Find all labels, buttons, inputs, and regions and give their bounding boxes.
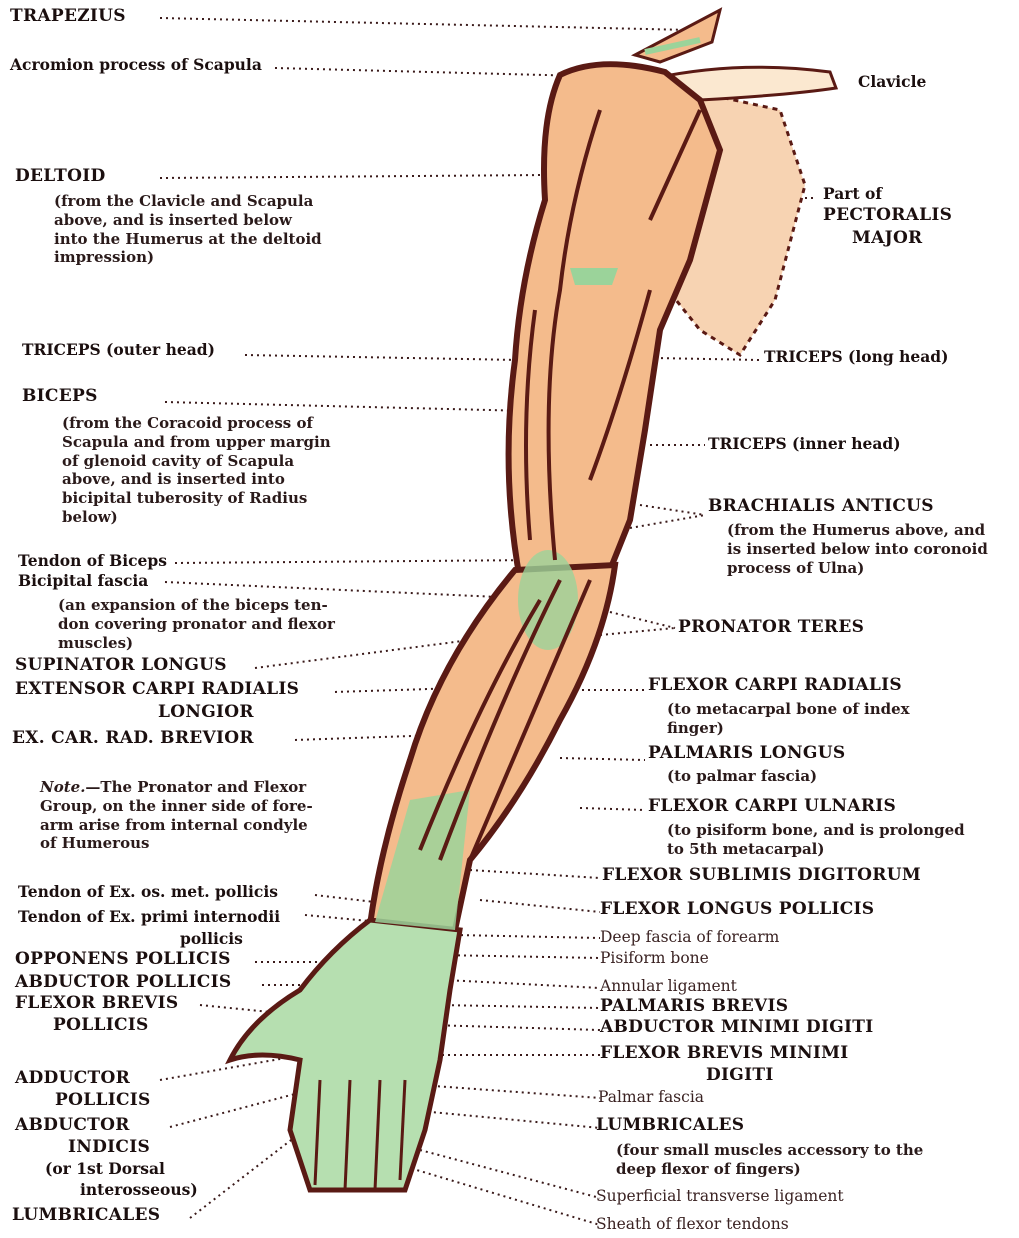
label-opponens-pollicis: OPPONENS POLLICIS bbox=[15, 951, 231, 969]
note-block: Note.—The Pronator and Flexor Group, on … bbox=[40, 778, 313, 853]
label-extensor-carpi-longior: LONGIOR bbox=[158, 704, 254, 722]
hand bbox=[230, 920, 460, 1190]
label-palmaris-brevis: PALMARIS BREVIS bbox=[600, 998, 788, 1016]
label-flexor-brevis-minimi: FLEXOR BREVIS MINIMI bbox=[600, 1045, 849, 1063]
label-pisiform: Pisiform bone bbox=[600, 950, 709, 966]
label-interosseous: interosseous) bbox=[80, 1182, 198, 1198]
palmaris-longus-description: (to palmar fascia) bbox=[667, 767, 817, 786]
label-triceps-inner: TRICEPS (inner head) bbox=[708, 436, 901, 452]
leader-pronator-b bbox=[600, 628, 675, 635]
label-adductor: ADDUCTOR bbox=[15, 1070, 130, 1088]
leader-deep-fascia bbox=[455, 935, 600, 938]
label-abductor-indicis-2: INDICIS bbox=[68, 1139, 150, 1157]
label-superficial-ligament: Superficial transverse ligament bbox=[596, 1188, 844, 1204]
deltoid-insertion-green bbox=[570, 268, 618, 285]
leader-triceps-long bbox=[655, 358, 760, 360]
label-pronator-teres: PRONATOR TERES bbox=[678, 619, 864, 637]
label-tendon-ex-primi-pollicis: pollicis bbox=[180, 931, 243, 947]
leader-palmaris-brevis bbox=[440, 1005, 600, 1008]
leader-sheath bbox=[400, 1165, 600, 1225]
leader-deltoid bbox=[160, 175, 545, 178]
label-deltoid: DELTOID bbox=[15, 168, 106, 186]
biceps-description: (from the Coracoid process of Scapula an… bbox=[62, 414, 331, 527]
label-trapezius: TRAPEZIUS bbox=[10, 8, 126, 26]
label-flexor-longus-pollicis: FLEXOR LONGUS POLLICIS bbox=[600, 901, 874, 919]
label-sheath-flexor-tendons: Sheath of flexor tendons bbox=[596, 1216, 789, 1232]
leader-triceps-outer bbox=[245, 355, 520, 360]
label-abductor-pollicis: ABDUCTOR POLLICIS bbox=[15, 974, 231, 992]
label-flexor-sublimis-digitorum: FLEXOR SUBLIMIS DIGITORUM bbox=[602, 867, 921, 885]
label-pectoralis-major: MAJOR bbox=[852, 230, 923, 248]
leader-fsd bbox=[470, 870, 600, 878]
leader-brachialis-a bbox=[640, 505, 705, 515]
label-annular-ligament: Annular ligament bbox=[600, 978, 737, 994]
note-heading: Note. bbox=[40, 778, 85, 796]
label-lumbricales-left: LUMBRICALES bbox=[12, 1207, 160, 1225]
label-biceps: BICEPS bbox=[22, 388, 98, 406]
leader-abductor-minimi bbox=[430, 1025, 600, 1030]
label-lumbricales-right: LUMBRICALES bbox=[596, 1117, 744, 1135]
label-extensor-carpi-radialis: EXTENSOR CARPI RADIALIS bbox=[15, 681, 299, 699]
label-palmaris-longus: PALMARIS LONGUS bbox=[648, 745, 845, 763]
brachialis-description: (from the Humerus above, and is inserted… bbox=[727, 521, 988, 577]
label-ex-car-rad-brevior: EX. CAR. RAD. BREVIOR bbox=[12, 730, 254, 748]
label-first-dorsal: (or 1st Dorsal bbox=[45, 1161, 165, 1177]
leader-fcu bbox=[580, 808, 645, 810]
leader-superficial bbox=[420, 1150, 600, 1198]
label-clavicle: Clavicle bbox=[858, 74, 926, 90]
label-acromion: Acromion process of Scapula bbox=[10, 57, 262, 73]
label-tendon-ex-os: Tendon of Ex. os. met. pollicis bbox=[18, 884, 278, 900]
label-pectoralis: PECTORALIS bbox=[823, 207, 952, 225]
label-flexor-carpi-ulnaris: FLEXOR CARPI ULNARIS bbox=[648, 798, 896, 816]
leader-pronator-a bbox=[610, 612, 675, 628]
leader-tendon-biceps bbox=[175, 560, 540, 563]
label-flexor-brevis: FLEXOR BREVIS bbox=[15, 995, 179, 1013]
leader-palmaris bbox=[560, 758, 645, 760]
leader-trapezius bbox=[160, 18, 690, 30]
leader-lumbricales-right bbox=[410, 1110, 600, 1128]
label-abductor-minimi-digiti: ABDUCTOR MINIMI DIGITI bbox=[600, 1019, 873, 1037]
label-triceps-outer: TRICEPS (outer head) bbox=[22, 342, 215, 358]
label-supinator-longus: SUPINATOR LONGUS bbox=[15, 657, 227, 675]
label-abductor-indicis: ABDUCTOR bbox=[15, 1117, 130, 1135]
leader-flexor-brevis bbox=[200, 1005, 270, 1012]
lumbricales-description: (four small muscles accessory to the dee… bbox=[616, 1141, 923, 1179]
label-flexor-brevis-minimi-digiti: DIGITI bbox=[706, 1067, 774, 1085]
leader-annular bbox=[445, 980, 600, 988]
label-tendon-of-biceps: Tendon of Biceps bbox=[18, 553, 167, 569]
leader-palmar-fascia bbox=[420, 1085, 600, 1098]
deltoid-description: (from the Clavicle and Scapula above, an… bbox=[54, 192, 322, 267]
label-part-of: Part of bbox=[823, 186, 882, 202]
label-flexor-brevis-pollicis: POLLICIS bbox=[53, 1017, 149, 1035]
label-deep-fascia: Deep fascia of forearm bbox=[600, 929, 779, 945]
label-palmar-fascia: Palmar fascia bbox=[598, 1089, 704, 1105]
leader-pisiform bbox=[440, 955, 600, 958]
label-bicipital-fascia: Bicipital fascia bbox=[18, 573, 148, 589]
upper-arm-muscle bbox=[509, 64, 720, 580]
label-tendon-ex-primi: Tendon of Ex. primi internodii bbox=[18, 909, 280, 925]
bicipital-fascia-description: (an expansion of the biceps ten- don cov… bbox=[58, 596, 335, 652]
leader-flp bbox=[480, 900, 600, 912]
label-triceps-long: TRICEPS (long head) bbox=[764, 349, 948, 365]
label-flexor-carpi-radialis: FLEXOR CARPI RADIALIS bbox=[648, 677, 902, 695]
leader-brachialis-b bbox=[630, 515, 705, 528]
label-brachialis-anticus: BRACHIALIS ANTICUS bbox=[708, 498, 934, 516]
fcu-description: (to pisiform bone, and is prolonged to 5… bbox=[667, 821, 965, 859]
label-adductor-pollicis: POLLICIS bbox=[55, 1092, 151, 1110]
fcr-description: (to metacarpal bone of index finger) bbox=[667, 700, 910, 738]
